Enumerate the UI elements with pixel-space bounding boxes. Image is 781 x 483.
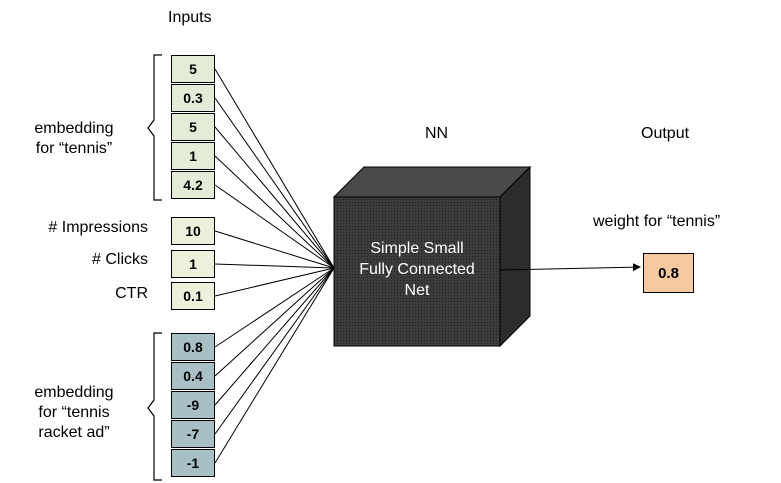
net-label-line1: Simple Small	[370, 240, 464, 257]
net-box-side	[499, 165, 531, 348]
input-connection-line	[214, 155, 335, 269]
output-cell: 0.8	[643, 253, 694, 293]
ad-embedding-label-line3: racket ad”	[38, 424, 110, 441]
input-connection-line	[214, 267, 335, 348]
input-connection-line	[214, 68, 335, 269]
clicks-label: # Clicks	[91, 251, 148, 268]
net-box-label: Simple Small Fully Connected Net	[334, 238, 500, 301]
impressions-label: # Impressions	[48, 219, 148, 236]
net-box-front	[333, 196, 501, 347]
tennis-embedding-cell: 4.2	[171, 171, 215, 199]
input-connection-line	[214, 267, 335, 297]
tennis-embedding-cell: 5	[171, 55, 215, 83]
ctr-label: CTR	[115, 285, 148, 302]
input-connection-line	[214, 126, 335, 269]
header-output: Output	[641, 125, 690, 142]
ad-embedding-cell: -9	[171, 391, 215, 419]
ad-embedding-cell: 0.8	[171, 333, 215, 361]
net-label-line3: Net	[404, 282, 430, 299]
input-connections	[214, 68, 335, 464]
tennis-embedding-label-line2: for “tennis”	[35, 140, 113, 157]
tennis-embedding-cell: 5	[171, 113, 215, 141]
tennis-embedding-cell: 1	[171, 142, 215, 170]
ad-embedding-label-line2: for “tennis	[38, 404, 110, 421]
input-connection-line	[214, 230, 335, 269]
ad-embedding-cell: -7	[171, 420, 215, 448]
header-nn: NN	[425, 125, 449, 142]
output-arrow	[499, 263, 641, 272]
net-label-line2: Fully Connected	[359, 261, 475, 278]
header-inputs: Inputs	[168, 9, 212, 26]
bracket-ad-embedding	[147, 332, 162, 481]
clicks-cell: 1	[171, 250, 215, 278]
tennis-embedding-label-line1: embedding	[34, 120, 114, 137]
ad-embedding-cell: -1	[171, 449, 215, 477]
input-connection-line	[214, 267, 335, 377]
input-connection-line	[214, 267, 335, 464]
input-connection-line	[214, 267, 335, 406]
tennis-embedding-label: embedding for “tennis”	[14, 119, 134, 159]
ad-embedding-label: embedding for “tennis racket ad”	[14, 383, 134, 443]
bracket-tennis-embedding	[147, 54, 162, 201]
net-box-top	[332, 166, 532, 198]
input-connection-line	[214, 97, 335, 269]
ad-embedding-cell: 0.4	[171, 362, 215, 390]
output-label: weight for “tennis”	[593, 213, 721, 230]
input-connection-line	[214, 184, 335, 269]
impressions-cell: 10	[171, 217, 215, 245]
ctr-cell: 0.1	[171, 282, 215, 310]
tennis-embedding-cell: 0.3	[171, 84, 215, 112]
input-connection-line	[214, 263, 335, 269]
input-connection-line	[214, 267, 335, 435]
ad-embedding-label-line1: embedding	[34, 384, 114, 401]
